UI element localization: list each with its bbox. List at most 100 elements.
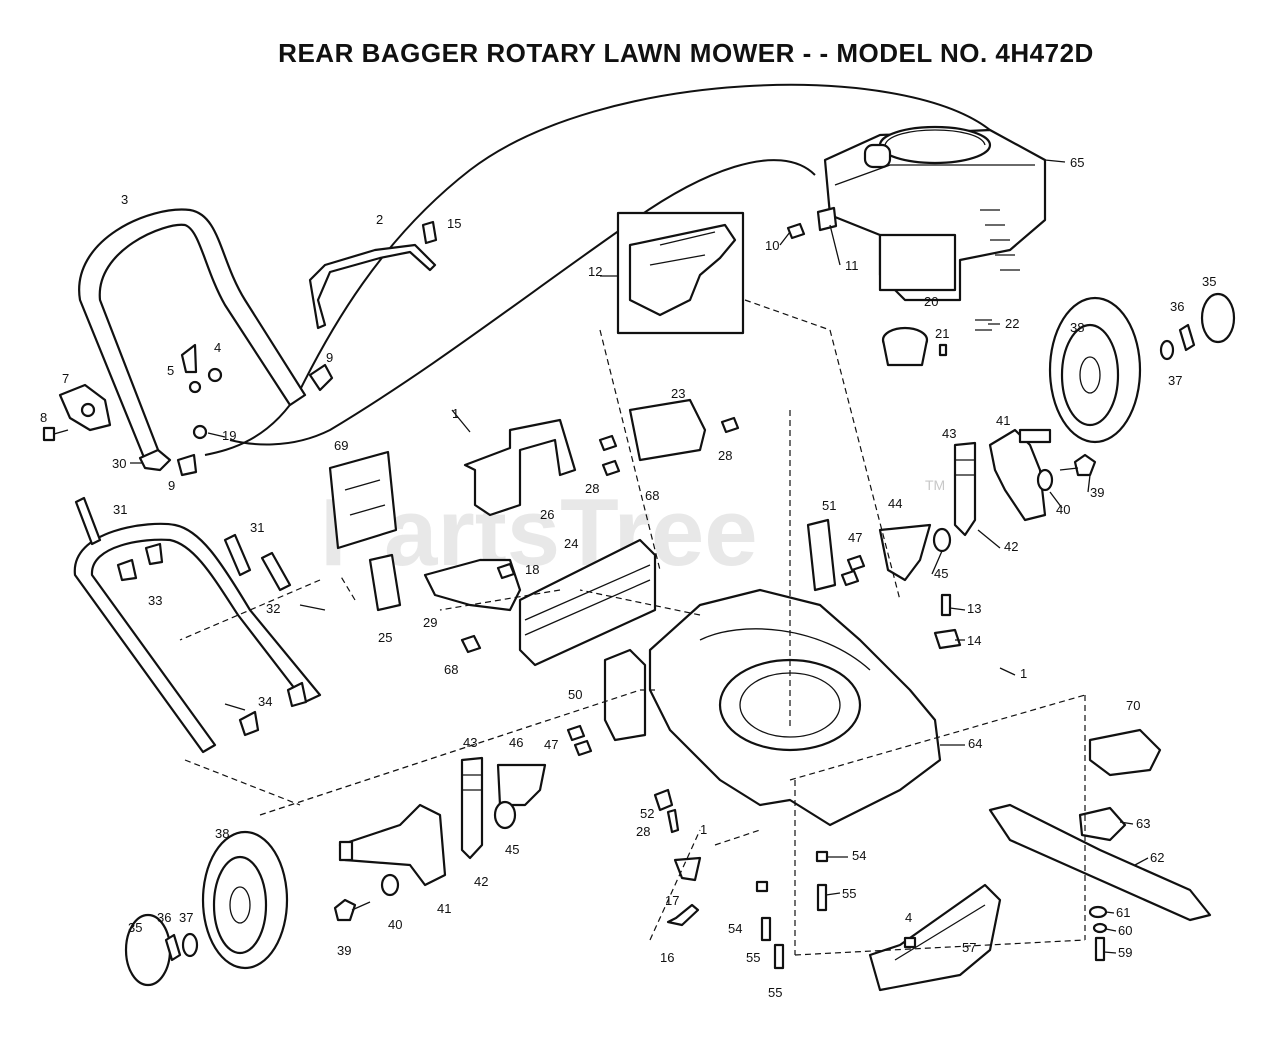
- label-46: 46: [509, 735, 523, 750]
- engine: [823, 125, 1047, 302]
- label-20: 20: [924, 294, 938, 309]
- label-37a: 37: [1168, 373, 1182, 388]
- label-31a: 31: [113, 502, 127, 517]
- label-52: 52: [640, 806, 654, 821]
- label-26: 26: [540, 507, 554, 522]
- label-5: 5: [167, 363, 174, 378]
- clip-14: [933, 628, 962, 650]
- label-19: 19: [222, 428, 236, 443]
- label-44: 44: [888, 496, 902, 511]
- washer-45-left: [493, 800, 517, 830]
- axle-arm-41-left: [338, 803, 447, 887]
- label-65: 65: [1070, 155, 1084, 170]
- bolts-22: [975, 319, 992, 331]
- label-23: 23: [671, 386, 685, 401]
- label-39a: 39: [1090, 485, 1104, 500]
- blade-adapter-63: [1078, 806, 1127, 842]
- label-14: 14: [967, 633, 981, 648]
- label-69: 69: [334, 438, 348, 453]
- plate-69: [328, 450, 398, 550]
- bracket-23: [628, 398, 707, 462]
- bolt-39-right: [1059, 453, 1097, 477]
- bolt-31-left: [74, 496, 102, 546]
- watermark-tm: TM: [925, 477, 945, 493]
- label-leaders: [130, 159, 1149, 954]
- parts-inset-12: [616, 211, 745, 335]
- label-55c: 55: [768, 985, 782, 1000]
- label-37b: 37: [179, 910, 193, 925]
- label-7: 7: [62, 371, 69, 386]
- label-9b: 9: [168, 478, 175, 493]
- rear-deflector-24: [518, 538, 657, 667]
- label-1c: 1: [700, 822, 707, 837]
- wheel-adjust-lever-43-left: [460, 756, 484, 860]
- label-12: 12: [588, 264, 602, 279]
- knobs-5-4: [180, 343, 223, 394]
- washer-37-right: [1159, 339, 1175, 361]
- label-39b: 39: [337, 943, 351, 958]
- label-43b: 43: [463, 735, 477, 750]
- label-54b: 54: [728, 921, 742, 936]
- bolt-8: [42, 426, 69, 442]
- label-4a: 4: [214, 340, 221, 355]
- label-38b: 38: [215, 826, 229, 841]
- label-8: 8: [40, 410, 47, 425]
- bolt-68: [460, 634, 482, 654]
- label-21: 21: [935, 326, 949, 341]
- label-68b: 68: [444, 662, 458, 677]
- label-10: 10: [765, 238, 779, 253]
- knob-9-upper: [308, 363, 334, 392]
- label-25: 25: [378, 630, 392, 645]
- label-11: 11: [845, 258, 859, 273]
- label-17: 17: [665, 893, 679, 908]
- label-1b: 1: [1020, 666, 1027, 681]
- bolts-28: [598, 416, 740, 477]
- leader-lines: [179, 299, 1086, 956]
- label-40b: 40: [388, 917, 402, 932]
- lower-handle: [73, 522, 322, 754]
- bolt-59: [1094, 936, 1106, 962]
- throttle-rod: [308, 243, 437, 330]
- label-61: 61: [1116, 905, 1130, 920]
- washer-40-left: [380, 873, 400, 897]
- bolt-31-right: [223, 533, 292, 592]
- label-29: 29: [423, 615, 437, 630]
- clip-30: [138, 448, 172, 472]
- clip-11: [816, 206, 838, 232]
- label-55a: 55: [842, 886, 856, 901]
- deflector-57: [868, 883, 1002, 992]
- clips-34: [238, 681, 308, 737]
- plate-46: [496, 763, 547, 807]
- label-42b: 42: [474, 874, 488, 889]
- label-47a: 47: [848, 530, 862, 545]
- blade-62: [988, 803, 1212, 922]
- label-28a: 28: [585, 481, 599, 496]
- label-62: 62: [1150, 850, 1164, 865]
- upper-handle: [78, 208, 307, 462]
- blade-adapter-70: [1088, 728, 1162, 777]
- label-64: 64: [968, 736, 982, 751]
- label-32: 32: [266, 601, 280, 616]
- washer-61: [1088, 905, 1108, 919]
- knob-9-lower: [176, 453, 198, 477]
- label-31b: 31: [250, 520, 264, 535]
- label-28c: 28: [636, 824, 650, 839]
- label-45b: 45: [505, 842, 519, 857]
- bolt-13: [940, 593, 952, 617]
- bolt-16: [666, 903, 700, 927]
- label-40a: 40: [1056, 502, 1070, 517]
- label-45a: 45: [934, 566, 948, 581]
- bracket-26: [463, 418, 577, 517]
- label-41b: 41: [437, 901, 451, 916]
- knob-19: [192, 424, 208, 440]
- label-35b: 35: [128, 920, 142, 935]
- label-42a: 42: [1004, 539, 1018, 554]
- bolt-18: [496, 562, 516, 580]
- bracket-17: [673, 856, 702, 882]
- label-38a: 38: [1070, 320, 1084, 335]
- mower-deck: [648, 588, 942, 827]
- label-24: 24: [564, 536, 578, 551]
- label-9a: 9: [326, 350, 333, 365]
- label-30: 30: [112, 456, 126, 471]
